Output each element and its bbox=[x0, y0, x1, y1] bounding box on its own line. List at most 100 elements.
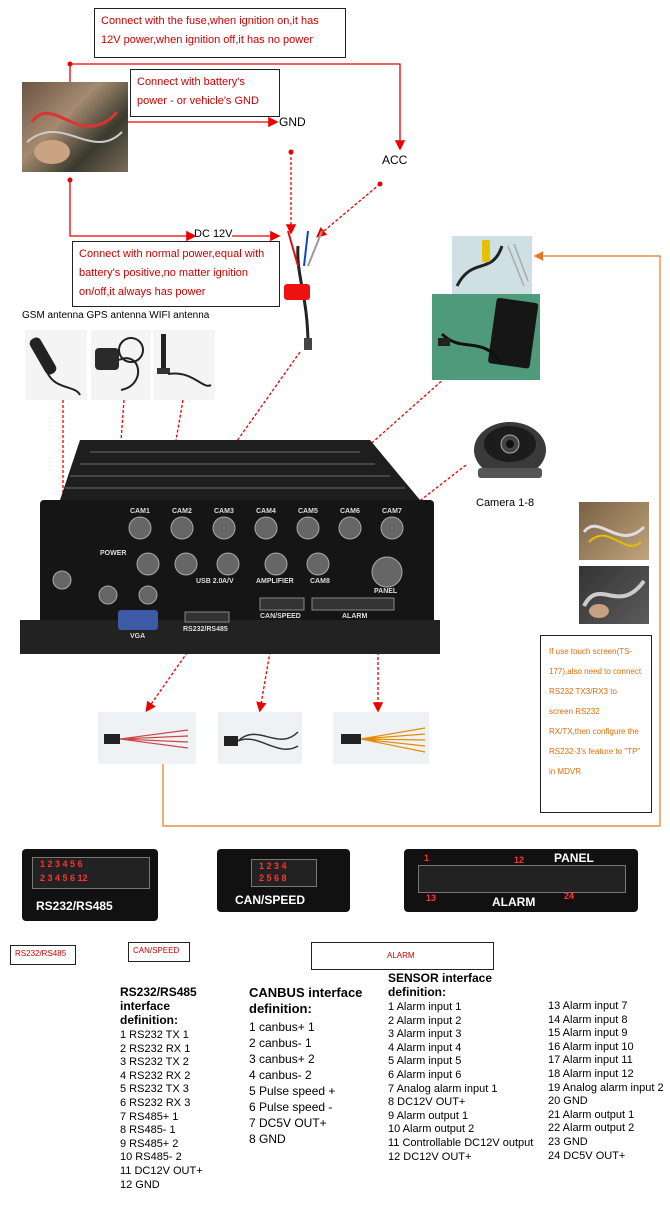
can-item: 4 canbus- 2 bbox=[249, 1068, 312, 1082]
rs-pins-top: 1 2 3 4 5 6 bbox=[40, 859, 83, 869]
alarm-item: 20 GND bbox=[548, 1095, 588, 1108]
can-pins-bottom: 2 5 6 8 bbox=[259, 873, 287, 883]
mdvr-body bbox=[20, 440, 440, 654]
alarm-item: 17 Alarm input 11 bbox=[548, 1054, 633, 1067]
rs-tag: RS232/RS485 bbox=[10, 945, 76, 965]
rs-connector-closeup: 1 2 3 4 5 6 2 3 4 5 6 12 RS232/RS485 bbox=[22, 849, 158, 921]
alarm-item: 16 Alarm input 10 bbox=[548, 1040, 634, 1053]
rs-to-cable bbox=[145, 639, 197, 713]
alarm-definition-left: SENSOR interface definition: 1 Alarm inp… bbox=[388, 971, 533, 1164]
wifi-antenna-photo bbox=[153, 330, 215, 400]
alarm-item: 14 Alarm input 8 bbox=[548, 1013, 628, 1026]
panel-connector-title: PANEL bbox=[554, 851, 594, 865]
alarm-item: 12 DC12V OUT+ bbox=[388, 1150, 472, 1163]
rs-item: 3 RS232 TX 2 bbox=[120, 1056, 189, 1069]
acc-wire bbox=[70, 63, 406, 151]
can-connector-title: CAN/SPEED bbox=[235, 893, 306, 907]
can-cable-photo bbox=[218, 712, 302, 764]
can-definition: CANBUS interface definition: 1 canbus+ 1… bbox=[249, 985, 369, 1147]
can-item: 7 DC5V OUT+ bbox=[249, 1116, 327, 1130]
panel-pin-1: 1 bbox=[424, 853, 430, 863]
av-cable-photo bbox=[452, 236, 532, 294]
alarm-item: 6 Alarm input 6 bbox=[388, 1068, 462, 1081]
rs-item: 6 RS232 RX 3 bbox=[120, 1096, 191, 1109]
cam3-label: CAM3 bbox=[214, 508, 234, 515]
panel-pin-12: 12 bbox=[514, 855, 525, 865]
usb-port-label: USB 2.0 bbox=[196, 578, 223, 585]
acc-to-cable bbox=[316, 183, 381, 238]
cam8-port-label: CAM8 bbox=[310, 578, 330, 585]
alarm-item: 15 Alarm input 9 bbox=[548, 1027, 628, 1040]
rs-connector-title: RS232/RS485 bbox=[36, 899, 113, 913]
alarm-item: 10 Alarm output 2 bbox=[388, 1123, 475, 1136]
mdvr-unit: CAM1 CAM2 CAM3 CAM4 CAM5 CAM6 CAM7 POWER… bbox=[20, 440, 440, 660]
rs-item: 8 RS485- 1 bbox=[120, 1124, 176, 1137]
alarm-item: 21 Alarm output 1 bbox=[548, 1108, 635, 1121]
rs-item: 10 RS485- 2 bbox=[120, 1151, 182, 1164]
gsm-antenna-photo bbox=[25, 330, 87, 400]
touch-wire bbox=[162, 251, 661, 827]
alarm-item: 9 Alarm output 1 bbox=[388, 1109, 469, 1122]
antenna-label: GSM antenna GPS antenna WIFI antenna bbox=[22, 310, 210, 321]
cam7-label: CAM7 bbox=[382, 508, 402, 515]
can-tag: CAN/SPEED bbox=[128, 942, 190, 962]
alarm-cable-photo bbox=[333, 712, 429, 764]
can-item: 6 Pulse speed - bbox=[249, 1100, 333, 1114]
alarm-item: 4 Alarm input 4 bbox=[388, 1041, 462, 1054]
av-port-label: A/V bbox=[222, 578, 234, 585]
can-item: 3 canbus+ 2 bbox=[249, 1052, 315, 1066]
monitor-photo bbox=[432, 294, 540, 380]
alarm-item: 19 Analog alarm input 2 bbox=[548, 1081, 664, 1094]
alarm-item: 5 Alarm input 5 bbox=[388, 1055, 462, 1068]
can-item: 5 Pulse speed + bbox=[249, 1084, 336, 1098]
can-item: 8 GND bbox=[249, 1132, 286, 1146]
cam4-label: CAM4 bbox=[256, 508, 276, 515]
touch-wire-photo-1 bbox=[579, 502, 649, 560]
cam5-label: CAM5 bbox=[298, 508, 318, 515]
alarm-definition-title: SENSOR interface definition: bbox=[388, 971, 493, 999]
touch-screen-note: If use touch screen(TS-177),also need to… bbox=[540, 635, 652, 813]
amplifier-port-label: AMPLIFIER bbox=[256, 578, 294, 585]
vga-port-label: VGA bbox=[130, 633, 146, 640]
rs-item: 1 RS232 TX 1 bbox=[120, 1029, 189, 1041]
fuse-note: Connect with the fuse,when ignition on,i… bbox=[94, 8, 346, 58]
rs-item: 11 DC12V OUT+ bbox=[120, 1164, 203, 1177]
rs-cable-photo bbox=[98, 712, 196, 764]
gps-antenna-photo bbox=[91, 330, 151, 400]
power-cable-photo bbox=[278, 226, 330, 352]
alarm-item: 7 Analog alarm input 1 bbox=[388, 1082, 498, 1095]
wiring-photo bbox=[22, 82, 128, 172]
rs-item: 4 RS232 RX 2 bbox=[120, 1069, 191, 1082]
canspeed-port-label: CAN/SPEED bbox=[260, 613, 301, 620]
panel-pin-13: 13 bbox=[426, 893, 437, 903]
cam6-label: CAM6 bbox=[340, 508, 360, 515]
acc-label: ACC bbox=[382, 153, 408, 167]
can-connector-closeup: 1 2 3 4 2 5 6 8 CAN/SPEED bbox=[217, 849, 350, 912]
rs-port-label: RS232/RS485 bbox=[183, 626, 228, 633]
can-definition-title: CANBUS interface definition: bbox=[249, 985, 363, 1016]
rs-pins-bottom: 2 3 4 5 6 12 bbox=[40, 873, 88, 883]
alarm-item: 3 Alarm input 3 bbox=[388, 1028, 462, 1041]
alarm-item: 18 Alarm input 12 bbox=[548, 1067, 634, 1080]
touch-wire-photo-2 bbox=[579, 566, 649, 624]
alarm-item: 11 Controllable DC12V output bbox=[388, 1136, 534, 1149]
camera-to-dvr bbox=[383, 464, 467, 529]
alarm-connector-closeup: PANEL 1 12 13 24 ALARM bbox=[404, 849, 638, 912]
rs-item: 2 RS232 RX 1 bbox=[120, 1042, 191, 1055]
alarm-connector-title: ALARM bbox=[492, 895, 536, 909]
rs-item: 7 RS485+ 1 bbox=[120, 1110, 179, 1123]
rs-item: 9 RS485+ 2 bbox=[120, 1137, 179, 1150]
camera-photo bbox=[466, 410, 552, 488]
alarm-definition-right: 13 Alarm input 7 14 Alarm input 8 15 Ala… bbox=[548, 1000, 664, 1163]
alarm-tag: ALARM bbox=[311, 942, 494, 970]
alarm-item: 8 DC12V OUT+ bbox=[388, 1096, 466, 1109]
alarm-item: 22 Alarm output 2 bbox=[548, 1122, 635, 1135]
can-item: 1 canbus+ 1 bbox=[249, 1020, 315, 1034]
camera-label: Camera 1-8 bbox=[476, 497, 535, 509]
panel-port-label: PANEL bbox=[374, 588, 398, 595]
alarm-item: 13 Alarm input 7 bbox=[548, 1000, 628, 1012]
rs-definition-title: RS232/RS485 interface definition: bbox=[120, 985, 197, 1027]
alarm-item: 2 Alarm input 2 bbox=[388, 1014, 462, 1027]
power-port-label: POWER bbox=[100, 550, 127, 557]
cam2-label: CAM2 bbox=[172, 508, 192, 515]
